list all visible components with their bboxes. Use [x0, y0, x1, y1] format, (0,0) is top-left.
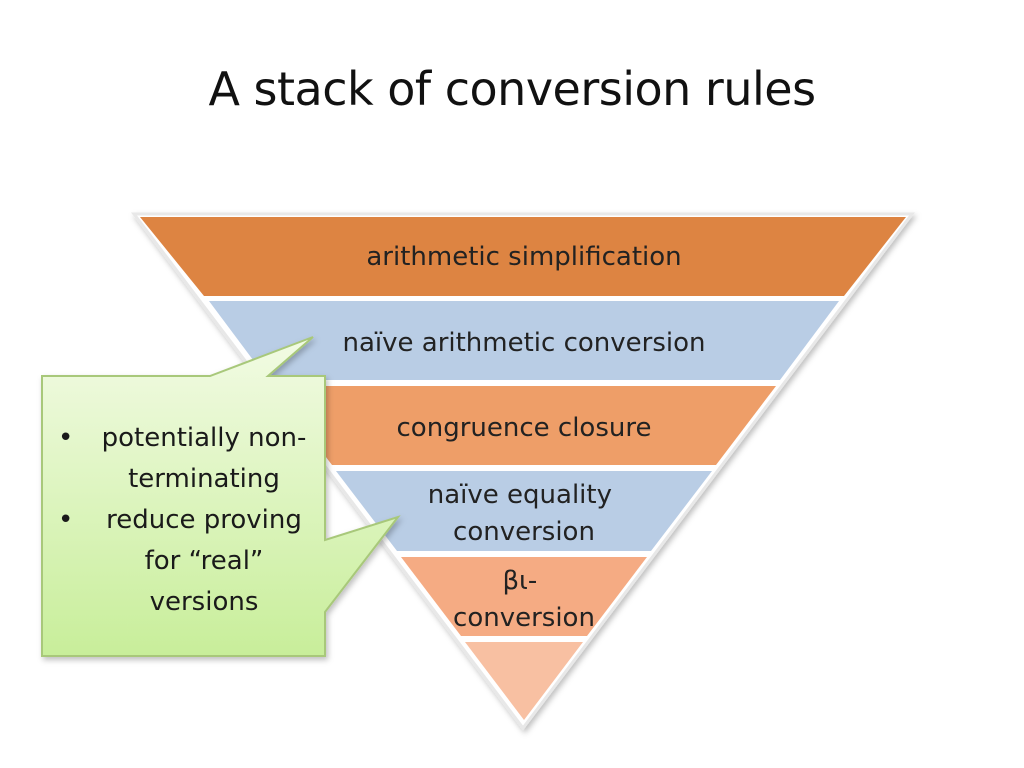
layer-label-3: naïve equality conversion: [428, 480, 621, 547]
callout-item-line: versions: [149, 587, 259, 617]
bullet-icon: •: [58, 505, 74, 535]
layer-label-line: conversion: [453, 603, 595, 633]
layer-label-0: arithmetic simplification: [366, 242, 681, 272]
layer-label-line: congruence closure: [397, 413, 652, 443]
callout-box: [41, 336, 401, 657]
layer-label-line: conversion: [453, 517, 595, 547]
layer-label-1: naïve arithmetic conversion: [342, 328, 705, 358]
layer-naive-equality-conversion: [336, 471, 712, 551]
layer-naive-arithmetic-conversion: [209, 301, 839, 380]
callout-bullet-list: • potentially non- terminating • reduce …: [50, 418, 320, 623]
layer-beta-iota-conversion: [401, 557, 647, 636]
layer-bottom-tip: [465, 642, 583, 720]
layer-label-line: naïve arithmetic conversion: [342, 328, 705, 358]
callout-item-reduce-proving: • reduce proving for “real” versions: [50, 500, 320, 623]
layer-label-line: naïve equality: [428, 480, 612, 510]
callout-item-line: for “real”: [144, 546, 264, 576]
layer-label-line: βι-: [502, 566, 537, 596]
callout-item-non-terminating: • potentially non- terminating: [50, 418, 320, 500]
layer-label-2: congruence closure: [397, 413, 652, 443]
bullet-icon: •: [58, 423, 74, 453]
callout-item-line: reduce proving: [106, 505, 302, 535]
slide-title: A stack of conversion rules: [208, 62, 816, 116]
callout-item-line: potentially non-: [101, 423, 307, 453]
layer-label-4: βι- conversion: [453, 566, 595, 633]
layer-label-line: arithmetic simplification: [366, 242, 681, 272]
callout-item-line: terminating: [128, 464, 280, 494]
layer-arithmetic-simplification: [140, 217, 906, 296]
layer-congruence-closure: [272, 386, 776, 465]
